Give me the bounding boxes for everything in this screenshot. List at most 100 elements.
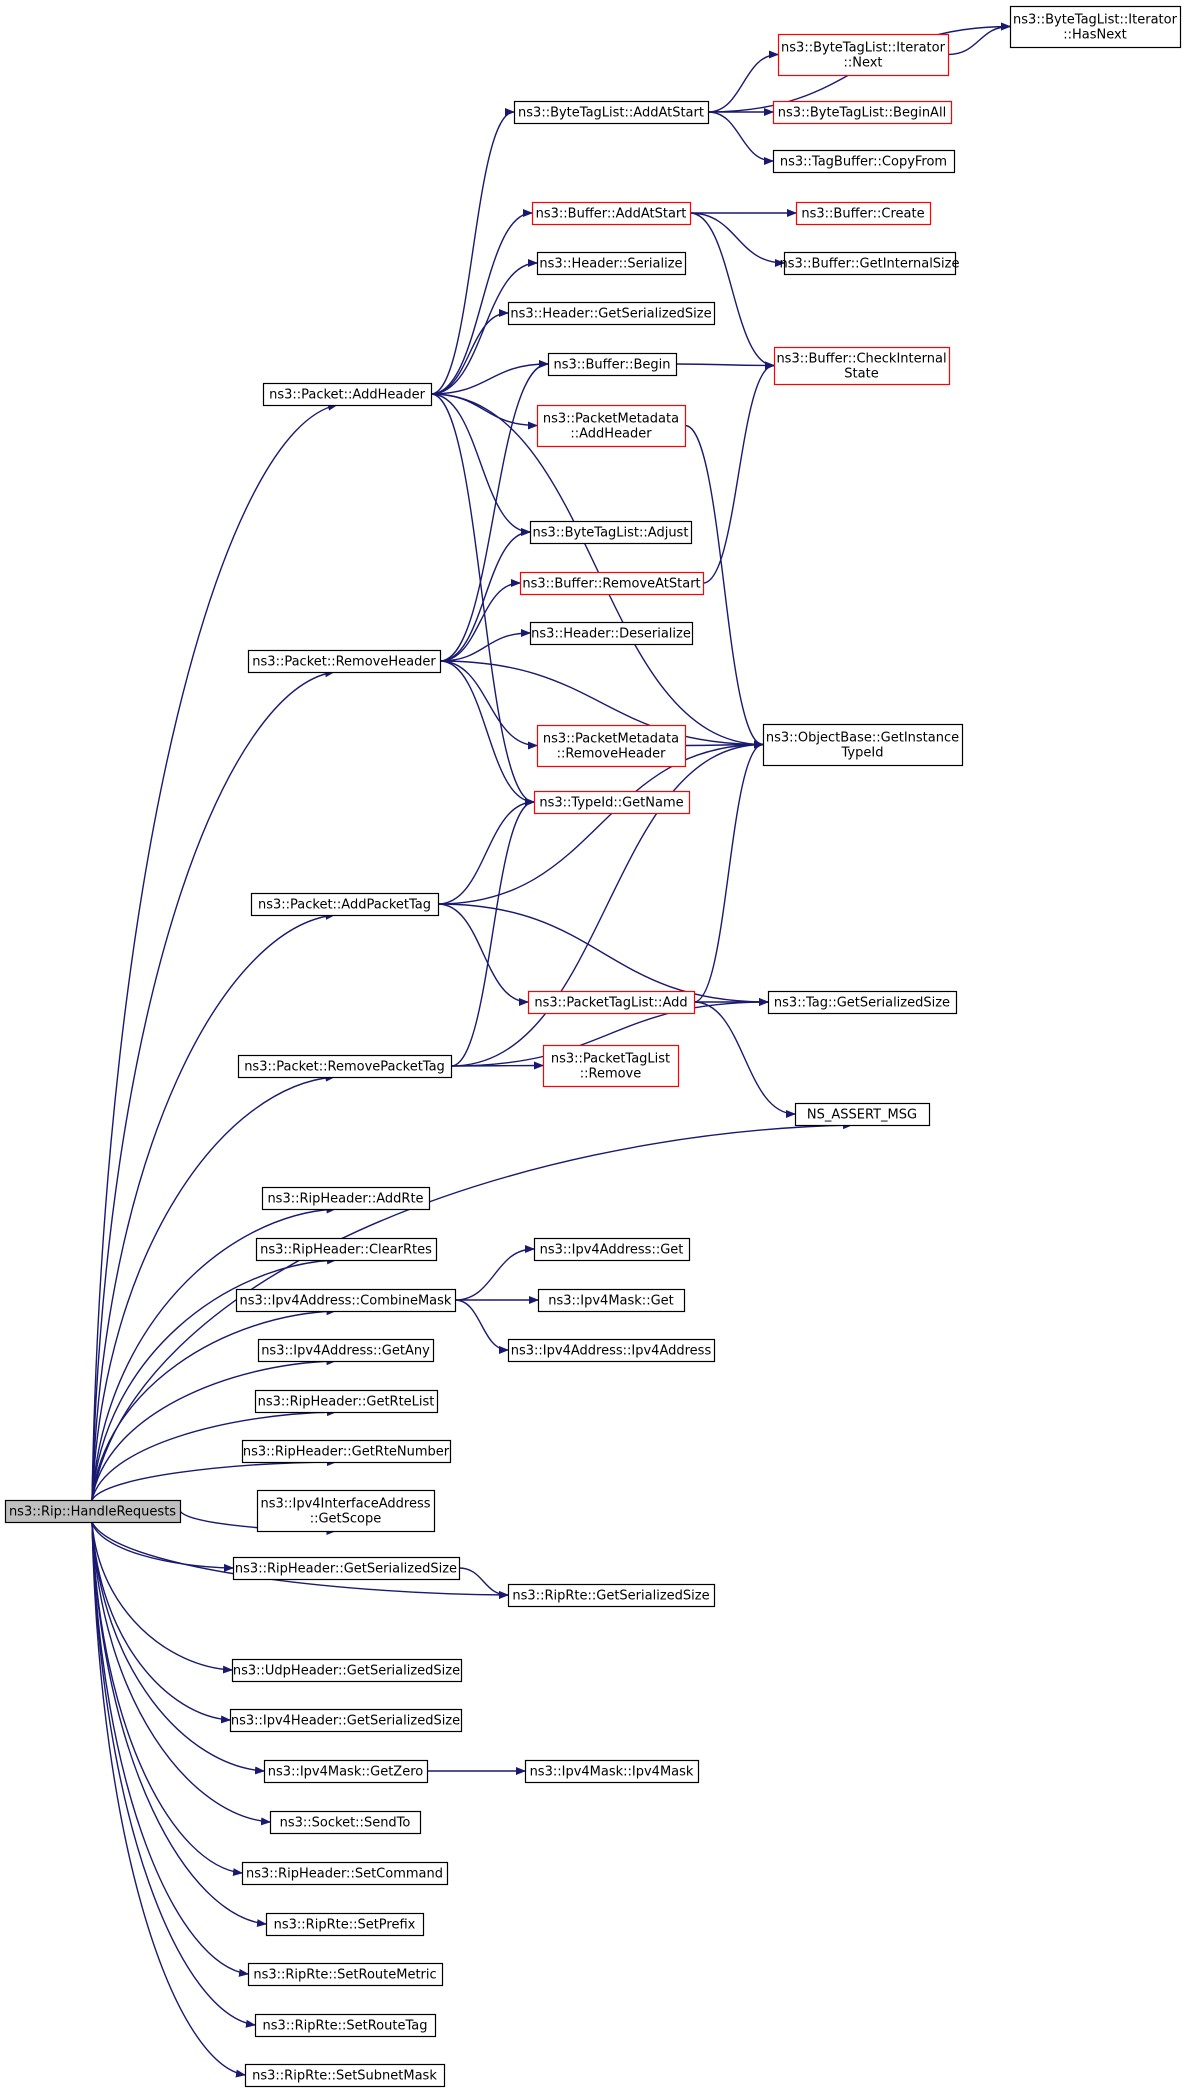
node-label: ::AddHeader	[570, 427, 652, 442]
node-pmd_addheader[interactable]: ns3::PacketMetadata::AddHeader	[536, 404, 687, 448]
node-riphdr_clearrtes[interactable]: ns3::RipHeader::ClearRtes	[255, 1237, 438, 1262]
node-btl_addatstart[interactable]: ns3::ByteTagList::AddAtStart	[513, 100, 710, 125]
node-riprte_getserializedsize[interactable]: ns3::RipRte::GetSerializedSize	[507, 1583, 716, 1608]
node-pkt_removeheader[interactable]: ns3::Packet::RemoveHeader	[247, 649, 442, 674]
node-ptl_add[interactable]: ns3::PacketTagList::Add	[527, 990, 696, 1015]
node-riprte_setsubnetmask[interactable]: ns3::RipRte::SetSubnetMask	[244, 2063, 446, 2088]
node-label: ns3::Header::GetSerializedSize	[510, 307, 711, 322]
edge-root-to-riprte_setroutemetric	[91, 1521, 249, 1977]
node-pkt_addpackettag[interactable]: ns3::Packet::AddPacketTag	[250, 892, 440, 917]
node-label: ns3::Header::Deserialize	[531, 627, 691, 642]
node-riphdr_getserializedsize[interactable]: ns3::RipHeader::GetSerializedSize	[232, 1556, 461, 1581]
edge-pkt_removeheader-to-btl_adjust	[439, 528, 531, 662]
node-box	[256, 1489, 436, 1533]
node-label: ns3::Packet::RemovePacketTag	[244, 1060, 445, 1075]
node-label: NS_ASSERT_MSG	[807, 1108, 917, 1123]
node-pkt_addheader[interactable]: ns3::Packet::AddHeader	[262, 382, 433, 407]
edge-root-to-pkt_addpackettag	[91, 912, 336, 1501]
node-riphdr_addrte[interactable]: ns3::RipHeader::AddRte	[261, 1186, 431, 1211]
node-riphdr_getrtelist[interactable]: ns3::RipHeader::GetRteList	[254, 1389, 439, 1414]
node-box	[507, 1338, 716, 1363]
node-tag_getserializedsize[interactable]: ns3::Tag::GetSerializedSize	[767, 990, 958, 1015]
node-label: TypeId	[841, 746, 884, 761]
node-box	[773, 346, 951, 386]
node-btl_iter_hasnext[interactable]: ns3::ByteTagList::Iterator::HasNext	[1009, 5, 1182, 49]
node-buf_begin[interactable]: ns3::Buffer::Begin	[547, 352, 678, 377]
node-box	[241, 1439, 452, 1464]
node-ptl_remove[interactable]: ns3::PacketTagList::Remove	[542, 1044, 680, 1088]
node-ipv4mask_getzero[interactable]: ns3::Ipv4Mask::GetZero	[263, 1759, 429, 1784]
node-label: State	[844, 367, 878, 382]
node-label: ns3::RipHeader::GetSerializedSize	[235, 1562, 457, 1577]
node-socket_sendto[interactable]: ns3::Socket::SendTo	[269, 1810, 422, 1835]
node-label: ns3::Ipv4Header::GetSerializedSize	[231, 1714, 460, 1729]
node-box	[4, 1499, 182, 1524]
edge-root-to-socket_sendto	[91, 1521, 271, 1826]
edge-btl_addatstart-to-tagbuf_copyfrom	[707, 111, 774, 165]
node-label: ::GetScope	[310, 1512, 382, 1527]
node-box	[542, 1044, 680, 1088]
node-buf_create[interactable]: ns3::Buffer::Create	[795, 201, 932, 226]
edge-root-to-riprte_setsubnetmask	[91, 1521, 246, 2078]
node-ipv4addr_get[interactable]: ns3::Ipv4Address::Get	[533, 1237, 691, 1262]
node-pmd_removeheader[interactable]: ns3::PacketMetadata::RemoveHeader	[536, 724, 687, 768]
node-label: ns3::ByteTagList::Iterator	[781, 41, 946, 56]
node-label: ns3::PacketTagList	[551, 1052, 670, 1067]
node-btl_beginall[interactable]: ns3::ByteTagList::BeginAll	[772, 100, 953, 125]
node-ipv4mask_get[interactable]: ns3::Ipv4Mask::Get	[537, 1288, 686, 1313]
node-hdr_deserialize[interactable]: ns3::Header::Deserialize	[529, 621, 694, 646]
edge-pkt_addheader-to-btl_addatstart	[430, 108, 515, 395]
node-riprte_setprefix[interactable]: ns3::RipRte::SetPrefix	[265, 1912, 425, 1937]
node-ipv4hdr_getserializedsize[interactable]: ns3::Ipv4Header::GetSerializedSize	[229, 1708, 463, 1733]
node-box	[231, 1658, 463, 1683]
node-buf_removeatstart[interactable]: ns3::Buffer::RemoveAtStart	[519, 571, 705, 596]
node-riprte_setroutetag[interactable]: ns3::RipRte::SetRouteTag	[254, 2013, 437, 2038]
node-tagbuf_copyfrom[interactable]: ns3::TagBuffer::CopyFrom	[772, 149, 956, 174]
node-label: ns3::ObjectBase::GetInstance	[766, 731, 959, 746]
node-label: ns3::RipHeader::GetRteList	[258, 1395, 435, 1410]
node-ipv4addr_ipv4address[interactable]: ns3::Ipv4Address::Ipv4Address	[507, 1338, 716, 1363]
node-label: ns3::TypeId::GetName	[539, 796, 683, 811]
node-riprte_setroutemetric[interactable]: ns3::RipRte::SetRouteMetric	[247, 1962, 444, 1987]
edge-root-to-ipv4mask_getzero	[91, 1521, 265, 1775]
node-ipv4addr_combinemask[interactable]: ns3::Ipv4Address::CombineMask	[235, 1288, 457, 1313]
node-buf_getinternalsize[interactable]: ns3::Buffer::GetInternalSize	[780, 251, 960, 276]
node-btl_adjust[interactable]: ns3::ByteTagList::Adjust	[529, 520, 693, 545]
node-box	[767, 990, 958, 1015]
node-hdr_getserializedsize[interactable]: ns3::Header::GetSerializedSize	[507, 301, 716, 326]
node-typeid_getname[interactable]: ns3::TypeId::GetName	[533, 790, 691, 815]
node-box	[783, 251, 957, 276]
node-udphdr_getserializedsize[interactable]: ns3::UdpHeader::GetSerializedSize	[231, 1658, 463, 1683]
node-pkt_removepackettag[interactable]: ns3::Packet::RemovePacketTag	[237, 1054, 453, 1079]
edge-pkt_removepackettag-to-objbase_getinstancetypeid	[450, 740, 764, 1067]
node-box	[794, 1102, 931, 1127]
node-box	[261, 1186, 431, 1211]
edge-root-to-pkt_removepackettag	[91, 1073, 336, 1501]
node-label: ns3::ByteTagList::Iterator	[1013, 13, 1178, 28]
node-root[interactable]: ns3::Rip::HandleRequests	[4, 1499, 182, 1524]
node-btl_iter_next[interactable]: ns3::ByteTagList::Iterator::Next	[777, 33, 950, 77]
node-box	[547, 352, 678, 377]
node-box	[519, 571, 705, 596]
edge-root-to-pkt_addheader	[91, 402, 338, 1501]
edge-pkt_removeheader-to-buf_removeatstart	[439, 579, 521, 662]
node-riphdr_getrtenumber[interactable]: ns3::RipHeader::GetRteNumber	[241, 1439, 452, 1464]
node-label: ns3::Socket::SendTo	[280, 1816, 411, 1831]
node-label: ns3::PacketMetadata	[543, 732, 679, 747]
node-ipv4ifaddr_getscope[interactable]: ns3::Ipv4InterfaceAddress::GetScope	[256, 1489, 436, 1533]
node-box	[241, 1861, 449, 1886]
node-label: ns3::Buffer::RemoveAtStart	[522, 577, 700, 592]
node-ipv4mask_ipv4mask[interactable]: ns3::Ipv4Mask::Ipv4Mask	[524, 1759, 700, 1784]
node-ns_assert_msg[interactable]: NS_ASSERT_MSG	[794, 1102, 931, 1127]
node-buf_addatstart[interactable]: ns3::Buffer::AddAtStart	[531, 201, 692, 226]
edge-pkt_removeheader-to-hdr_deserialize	[439, 629, 531, 662]
edge-riphdr_getserializedsize-to-riprte_getserializedsize	[458, 1567, 509, 1599]
node-riphdr_setcommand[interactable]: ns3::RipHeader::SetCommand	[241, 1861, 449, 1886]
node-hdr_serialize[interactable]: ns3::Header::Serialize	[536, 251, 687, 276]
node-ipv4addr_getany[interactable]: ns3::Ipv4Address::GetAny	[257, 1338, 435, 1363]
node-box	[229, 1708, 463, 1733]
node-label: ns3::Ipv4Address::GetAny	[261, 1344, 430, 1359]
